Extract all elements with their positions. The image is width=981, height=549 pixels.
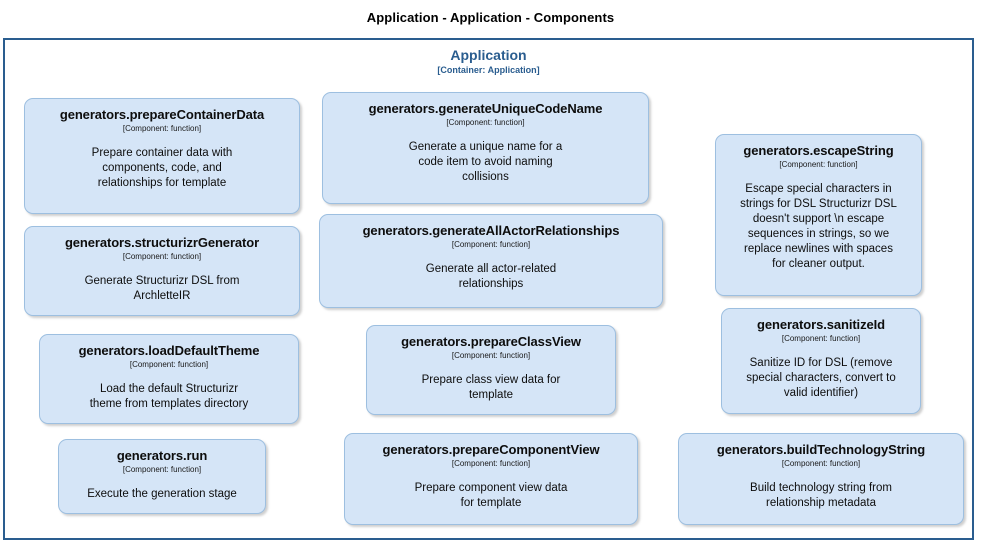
component-name: generators.generateUniqueCodeName [368, 101, 603, 116]
component-type: [Component: function] [781, 459, 861, 468]
component-box[interactable]: generators.prepareClassView [Component: … [366, 325, 616, 415]
component-box[interactable]: generators.sanitizeId [Component: functi… [721, 308, 921, 414]
component-name: generators.structurizrGenerator [64, 235, 260, 250]
component-name: generators.escapeString [743, 143, 894, 158]
component-description: Prepare class view data for template [421, 374, 561, 401]
page-title: Application - Application - Components [366, 10, 615, 25]
boundary-meta: [Container: Application] [437, 65, 540, 75]
component-name: generators.run [116, 448, 208, 463]
component-type: [Component: function] [451, 240, 531, 249]
component-description: Escape special characters in strings for… [740, 183, 897, 270]
component-name: generators.sanitizeId [757, 317, 885, 332]
component-name: generators.loadDefaultTheme [78, 343, 260, 358]
component-description: Execute the generation stage [87, 488, 237, 500]
component-type: [Component: function] [451, 459, 531, 468]
component-type: [Component: function] [446, 118, 525, 127]
component-description: Generate all actor-related relationships [425, 263, 557, 290]
component-name: generators.generateAllActorRelationships [362, 223, 620, 238]
component-description: Sanitize ID for DSL (remove special char… [746, 357, 896, 399]
component-box[interactable]: generators.run [Component: function] Exe… [58, 439, 266, 514]
component-box[interactable]: generators.structurizrGenerator [Compone… [24, 226, 300, 316]
container-boundary-application: Application [Container: Application] gen… [3, 38, 974, 540]
component-box[interactable]: generators.escapeString [Component: func… [715, 134, 922, 296]
component-description: Load the default Structurizr theme from … [89, 383, 249, 410]
component-name: generators.prepareContainerData [59, 107, 265, 122]
component-description: Build technology string from relationshi… [750, 482, 892, 509]
component-box[interactable]: generators.prepareContainerData [Compone… [24, 98, 300, 214]
component-description: Generate Structurizr DSL from ArchletteI… [84, 275, 240, 302]
component-name: generators.buildTechnologyString [716, 442, 926, 457]
component-box[interactable]: generators.loadDefaultTheme [Component: … [39, 334, 299, 424]
component-box[interactable]: generators.buildTechnologyString [Compon… [678, 433, 964, 525]
component-description: Prepare component view data for template [414, 482, 568, 509]
component-type: [Component: function] [122, 124, 202, 133]
component-type: [Component: function] [451, 351, 531, 360]
component-type: [Component: function] [781, 334, 861, 343]
component-box[interactable]: generators.generateAllActorRelationships… [319, 214, 663, 308]
component-box[interactable]: generators.prepareComponentView [Compone… [344, 433, 638, 525]
component-name: generators.prepareComponentView [382, 442, 600, 457]
boundary-header: Application [Container: Application] [5, 47, 972, 76]
boundary-name: Application [450, 47, 527, 63]
component-description: Generate a unique name for a code item t… [408, 141, 563, 183]
component-name: generators.prepareClassView [401, 334, 581, 349]
component-type: [Component: function] [122, 252, 202, 261]
component-type: [Component: function] [779, 160, 858, 169]
component-description: Prepare container data with components, … [91, 147, 233, 189]
component-type: [Component: function] [122, 465, 202, 474]
component-type: [Component: function] [129, 360, 209, 369]
component-box[interactable]: generators.generateUniqueCodeName [Compo… [322, 92, 649, 204]
